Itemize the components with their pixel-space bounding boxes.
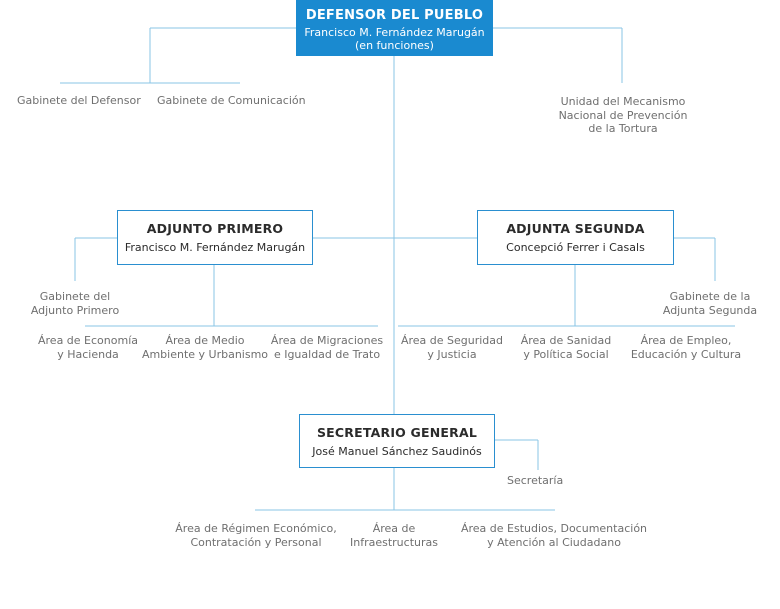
- area-migraciones-igualdad[interactable]: Área de Migraciones e Igualdad de Trato: [267, 334, 387, 361]
- gabinete-adjunta-segunda[interactable]: Gabinete de la Adjunta Segunda: [655, 290, 765, 317]
- secretario-general-title: SECRETARIO GENERAL: [316, 425, 478, 440]
- area-sanidad-politica-social[interactable]: Área de Sanidad y Política Social: [506, 334, 626, 361]
- area-estudios-documentacion[interactable]: Área de Estudios, Documentación y Atenci…: [456, 522, 652, 549]
- gabinete-adjunto-primero[interactable]: Gabinete del Adjunto Primero: [20, 290, 130, 317]
- mecanismo-line-2: Nacional de Prevención: [558, 108, 688, 122]
- area-line: y Política Social: [523, 347, 609, 361]
- mecanismo-line-1: Unidad del Mecanismo: [560, 95, 686, 108]
- area-regimen-economico[interactable]: Área de Régimen Económico, Contratación …: [170, 522, 342, 549]
- area-line: Educación y Cultura: [630, 347, 742, 361]
- gabinete-adjunto-primero-line-2: Adjunto Primero: [30, 303, 120, 317]
- area-line: Área de Migraciones: [270, 334, 384, 347]
- area-line: Área de Economía: [38, 334, 138, 347]
- gabinete-defensor[interactable]: Gabinete del Defensor: [17, 94, 141, 107]
- area-line: Área de Empleo,: [640, 334, 732, 347]
- defensor-name: Francisco M. Fernández Marugán: [304, 26, 485, 39]
- adjunto-primero-box[interactable]: ADJUNTO PRIMERO Francisco M. Fernández M…: [117, 210, 313, 265]
- adjunta-segunda-box[interactable]: ADJUNTA SEGUNDA Concepció Ferrer i Casal…: [477, 210, 674, 265]
- area-economia-hacienda[interactable]: Área de Economía y Hacienda: [28, 334, 148, 361]
- area-line: e Igualdad de Trato: [273, 347, 381, 361]
- area-line: y Justicia: [427, 347, 477, 361]
- secretaria[interactable]: Secretaría: [507, 474, 564, 487]
- gabinete-adjunta-segunda-line-1: Gabinete de la: [669, 290, 751, 303]
- adjunto-primero-title: ADJUNTO PRIMERO: [146, 221, 284, 236]
- area-infraestructuras[interactable]: Área de Infraestructuras: [343, 522, 445, 549]
- mecanismo-prevencion-tortura[interactable]: Unidad del Mecanismo Nacional de Prevenc…: [553, 95, 693, 136]
- area-line: Área de Estudios, Documentación: [460, 522, 648, 535]
- adjunta-segunda-title: ADJUNTA SEGUNDA: [506, 221, 645, 236]
- area-line: Contratación y Personal: [190, 535, 322, 549]
- defensor-status: (en funciones): [355, 39, 434, 52]
- adjunta-segunda-name: Concepció Ferrer i Casals: [506, 241, 645, 254]
- mecanismo-line-3: de la Tortura: [588, 122, 658, 135]
- area-line: Infraestructuras: [350, 535, 438, 549]
- gabinete-adjunto-primero-line-1: Gabinete del: [39, 290, 111, 303]
- defensor-box[interactable]: DEFENSOR DEL PUEBLO Francisco M. Fernánd…: [296, 0, 493, 56]
- area-empleo-educacion-cultura[interactable]: Área de Empleo, Educación y Cultura: [622, 334, 750, 361]
- gabinete-comunicacion[interactable]: Gabinete de Comunicación: [157, 94, 306, 107]
- area-line: Área de: [372, 522, 416, 535]
- defensor-title: DEFENSOR DEL PUEBLO: [305, 8, 484, 23]
- secretario-general-box[interactable]: SECRETARIO GENERAL José Manuel Sánchez S…: [299, 414, 495, 468]
- area-line: Ambiente y Urbanismo: [141, 347, 269, 361]
- area-seguridad-justicia[interactable]: Área de Seguridad y Justicia: [392, 334, 512, 361]
- secretario-general-name: José Manuel Sánchez Saudinós: [312, 445, 482, 458]
- area-line: y Hacienda: [57, 347, 119, 361]
- area-line: y Atención al Ciudadano: [487, 535, 621, 549]
- area-line: Área de Sanidad: [520, 334, 612, 347]
- area-line: Área de Medio: [165, 334, 245, 347]
- area-medio-ambiente-urbanismo[interactable]: Área de Medio Ambiente y Urbanismo: [140, 334, 270, 361]
- area-line: Área de Régimen Económico,: [175, 522, 337, 535]
- adjunto-primero-name: Francisco M. Fernández Marugán: [124, 241, 306, 254]
- gabinete-adjunta-segunda-line-2: Adjunta Segunda: [662, 303, 758, 317]
- area-line: Área de Seguridad: [400, 334, 504, 347]
